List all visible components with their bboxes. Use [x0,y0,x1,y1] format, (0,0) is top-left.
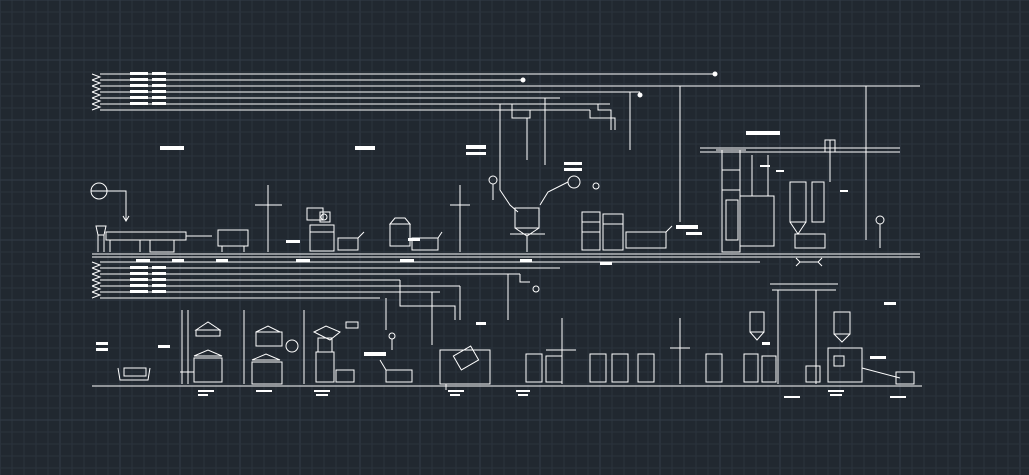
level-markers [136,259,906,398]
lower-bundle-labels [96,266,896,359]
upper-bundle-labels [130,72,848,243]
upper-dropper-1 [499,104,519,213]
process-line-lower [91,261,922,390]
process-line-upper [90,71,920,267]
upper-pipe-bundle [91,71,920,111]
